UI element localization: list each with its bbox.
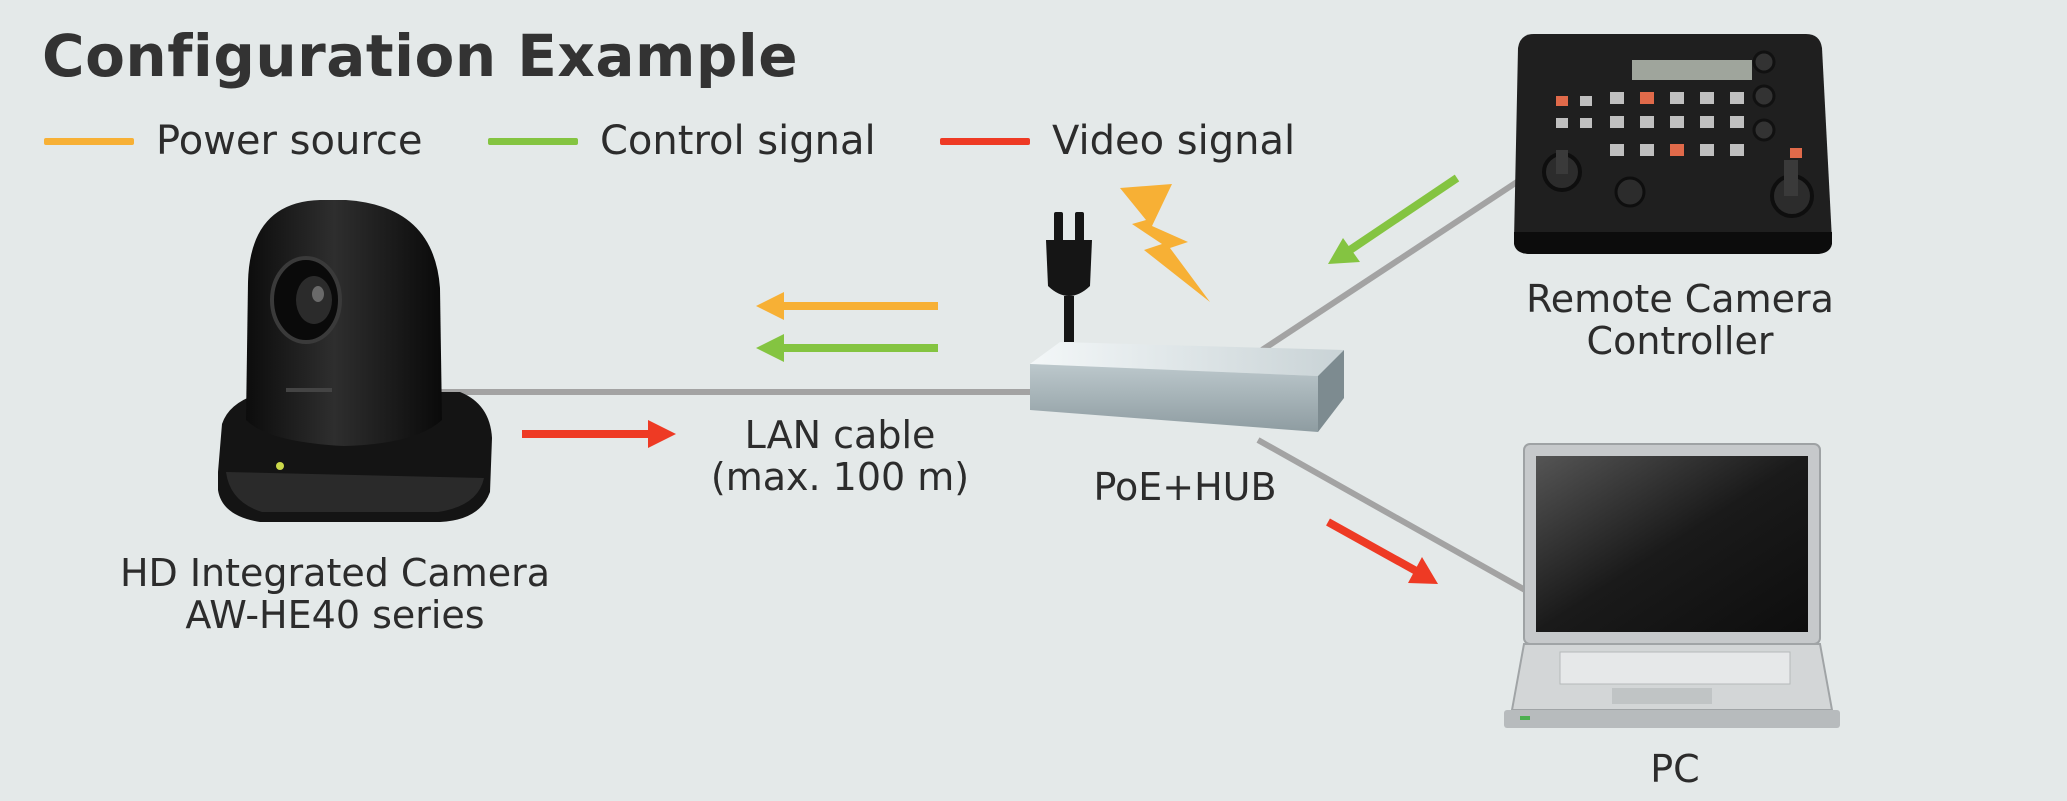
- legend-power-swatch: [44, 137, 134, 145]
- legend-power: Power source: [44, 118, 422, 164]
- controller-label-line2: Controller: [1586, 319, 1774, 363]
- legend-control-label: Control signal: [600, 118, 876, 164]
- controller-label: Remote Camera Controller: [1520, 278, 1840, 362]
- legend-power-label: Power source: [156, 118, 423, 164]
- cable-label-line2: (max. 100 m): [710, 455, 970, 499]
- camera-label-line1: HD Integrated Camera: [119, 551, 551, 595]
- pc-laptop-device: [1504, 443, 1840, 728]
- power-arrow: [756, 292, 938, 320]
- legend-video: Video signal: [940, 118, 1295, 164]
- cable-label: LAN cable (max. 100 m): [690, 414, 990, 498]
- camera-label-line2: AW-HE40 series: [185, 593, 485, 637]
- pc-label: PC: [1650, 747, 1700, 791]
- control-arrow-to-camera: [756, 334, 938, 362]
- lan-cables: [440, 177, 1527, 593]
- cable-label-line1: LAN cable: [744, 413, 936, 457]
- power-plug-icon: [1046, 212, 1092, 342]
- camera-device: [218, 200, 492, 522]
- video-arrow-from-camera: [522, 420, 676, 448]
- controller-label-line1: Remote Camera: [1526, 277, 1834, 321]
- poe-hub-box: [1030, 342, 1344, 432]
- legend-video-swatch: [940, 137, 1030, 145]
- remote-controller-device: [1514, 34, 1832, 254]
- legend-video-label: Video signal: [1052, 118, 1296, 164]
- legend-control-swatch: [488, 137, 578, 145]
- lightning-bolt-icon: [1120, 184, 1210, 302]
- camera-label: HD Integrated Camera AW-HE40 series: [100, 552, 570, 636]
- hub-controller-cable: [1260, 177, 1522, 353]
- hub-label: PoE+HUB: [1093, 465, 1277, 509]
- video-arrow-to-pc: [1326, 518, 1438, 584]
- legend-control: Control signal: [488, 118, 876, 164]
- hub-pc-cable: [1256, 437, 1527, 593]
- page-title: Configuration Example: [42, 22, 799, 90]
- control-arrow-from-controller: [1328, 174, 1460, 264]
